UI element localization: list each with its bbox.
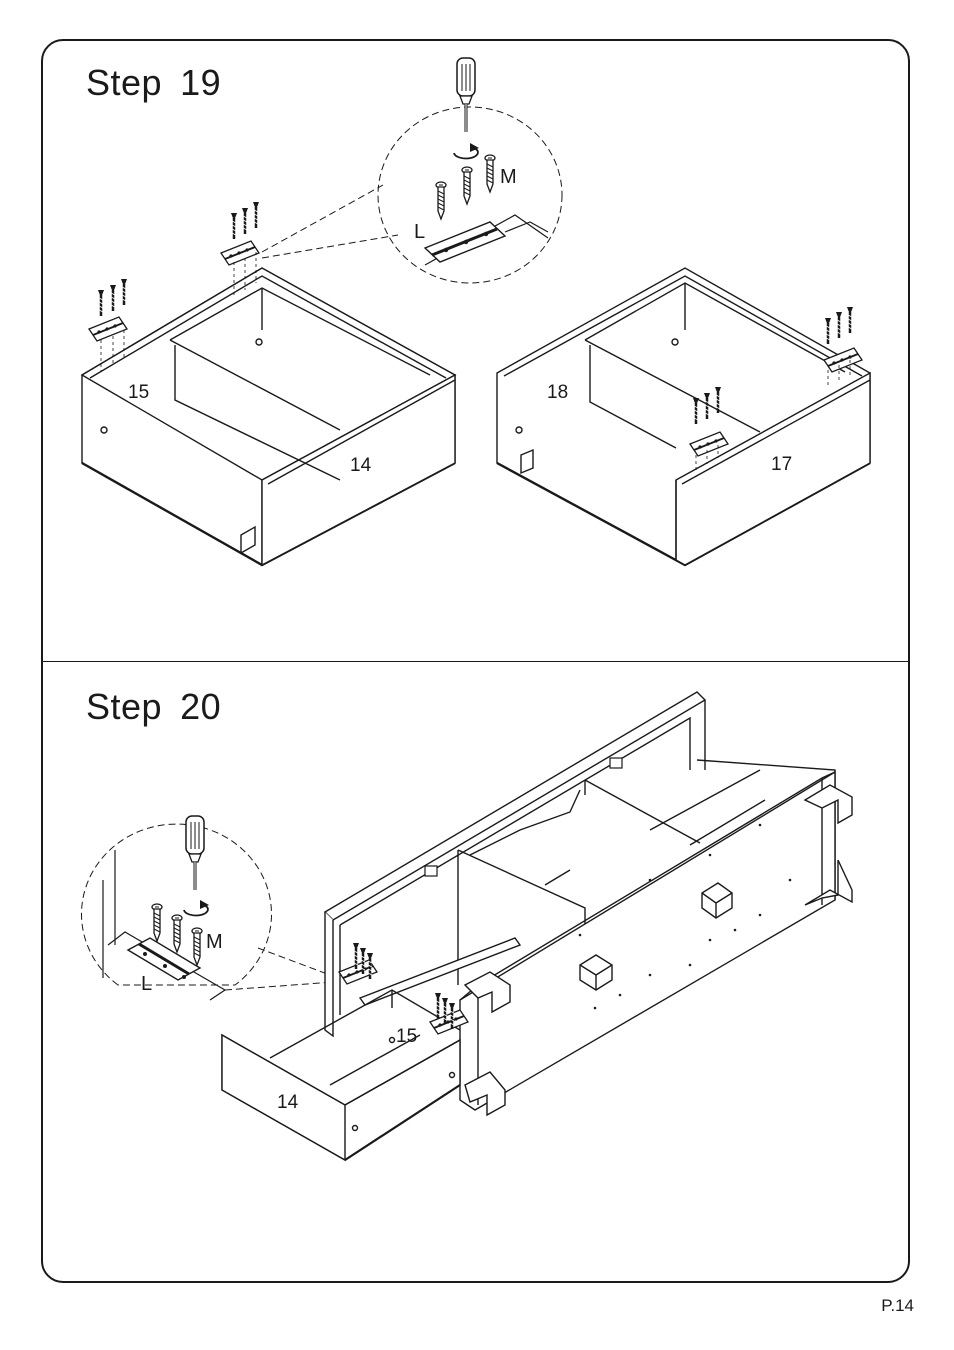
part-label-15: 15 [128, 382, 149, 403]
step-19-screw-label: M [500, 166, 517, 188]
hinge-icon [339, 960, 377, 984]
rotate-arrow-icon [454, 143, 479, 158]
screwdriver-icon [457, 58, 475, 132]
part-label-14-step-20: 14 [277, 1092, 299, 1113]
screw-icon [436, 155, 495, 219]
step-20-drawer [222, 990, 460, 1160]
step-20-hinge-label: L [141, 973, 152, 995]
step-20-detail-callout: L M [82, 816, 334, 1000]
hinge-icon [221, 241, 259, 265]
rotate-arrow-icon [184, 900, 209, 915]
screwdriver-icon [186, 816, 204, 890]
step-20-cabinet [325, 692, 852, 1115]
step-20-screw-label: M [206, 931, 223, 953]
hinge-icon [425, 222, 505, 262]
step-19-drawer-left [82, 268, 455, 565]
step-19-drawer-right [497, 268, 870, 565]
part-label-14: 14 [350, 455, 372, 476]
part-label-18: 18 [547, 382, 568, 403]
hinge-icon [128, 938, 200, 980]
part-label-17: 17 [771, 454, 792, 475]
part-label-15-step-20: 15 [396, 1026, 417, 1047]
hinge-icon [89, 317, 127, 341]
step-19-detail-callout: L M [262, 58, 562, 283]
page-number: P.14 [881, 1296, 914, 1316]
step-19-hinge-label: L [414, 221, 425, 243]
